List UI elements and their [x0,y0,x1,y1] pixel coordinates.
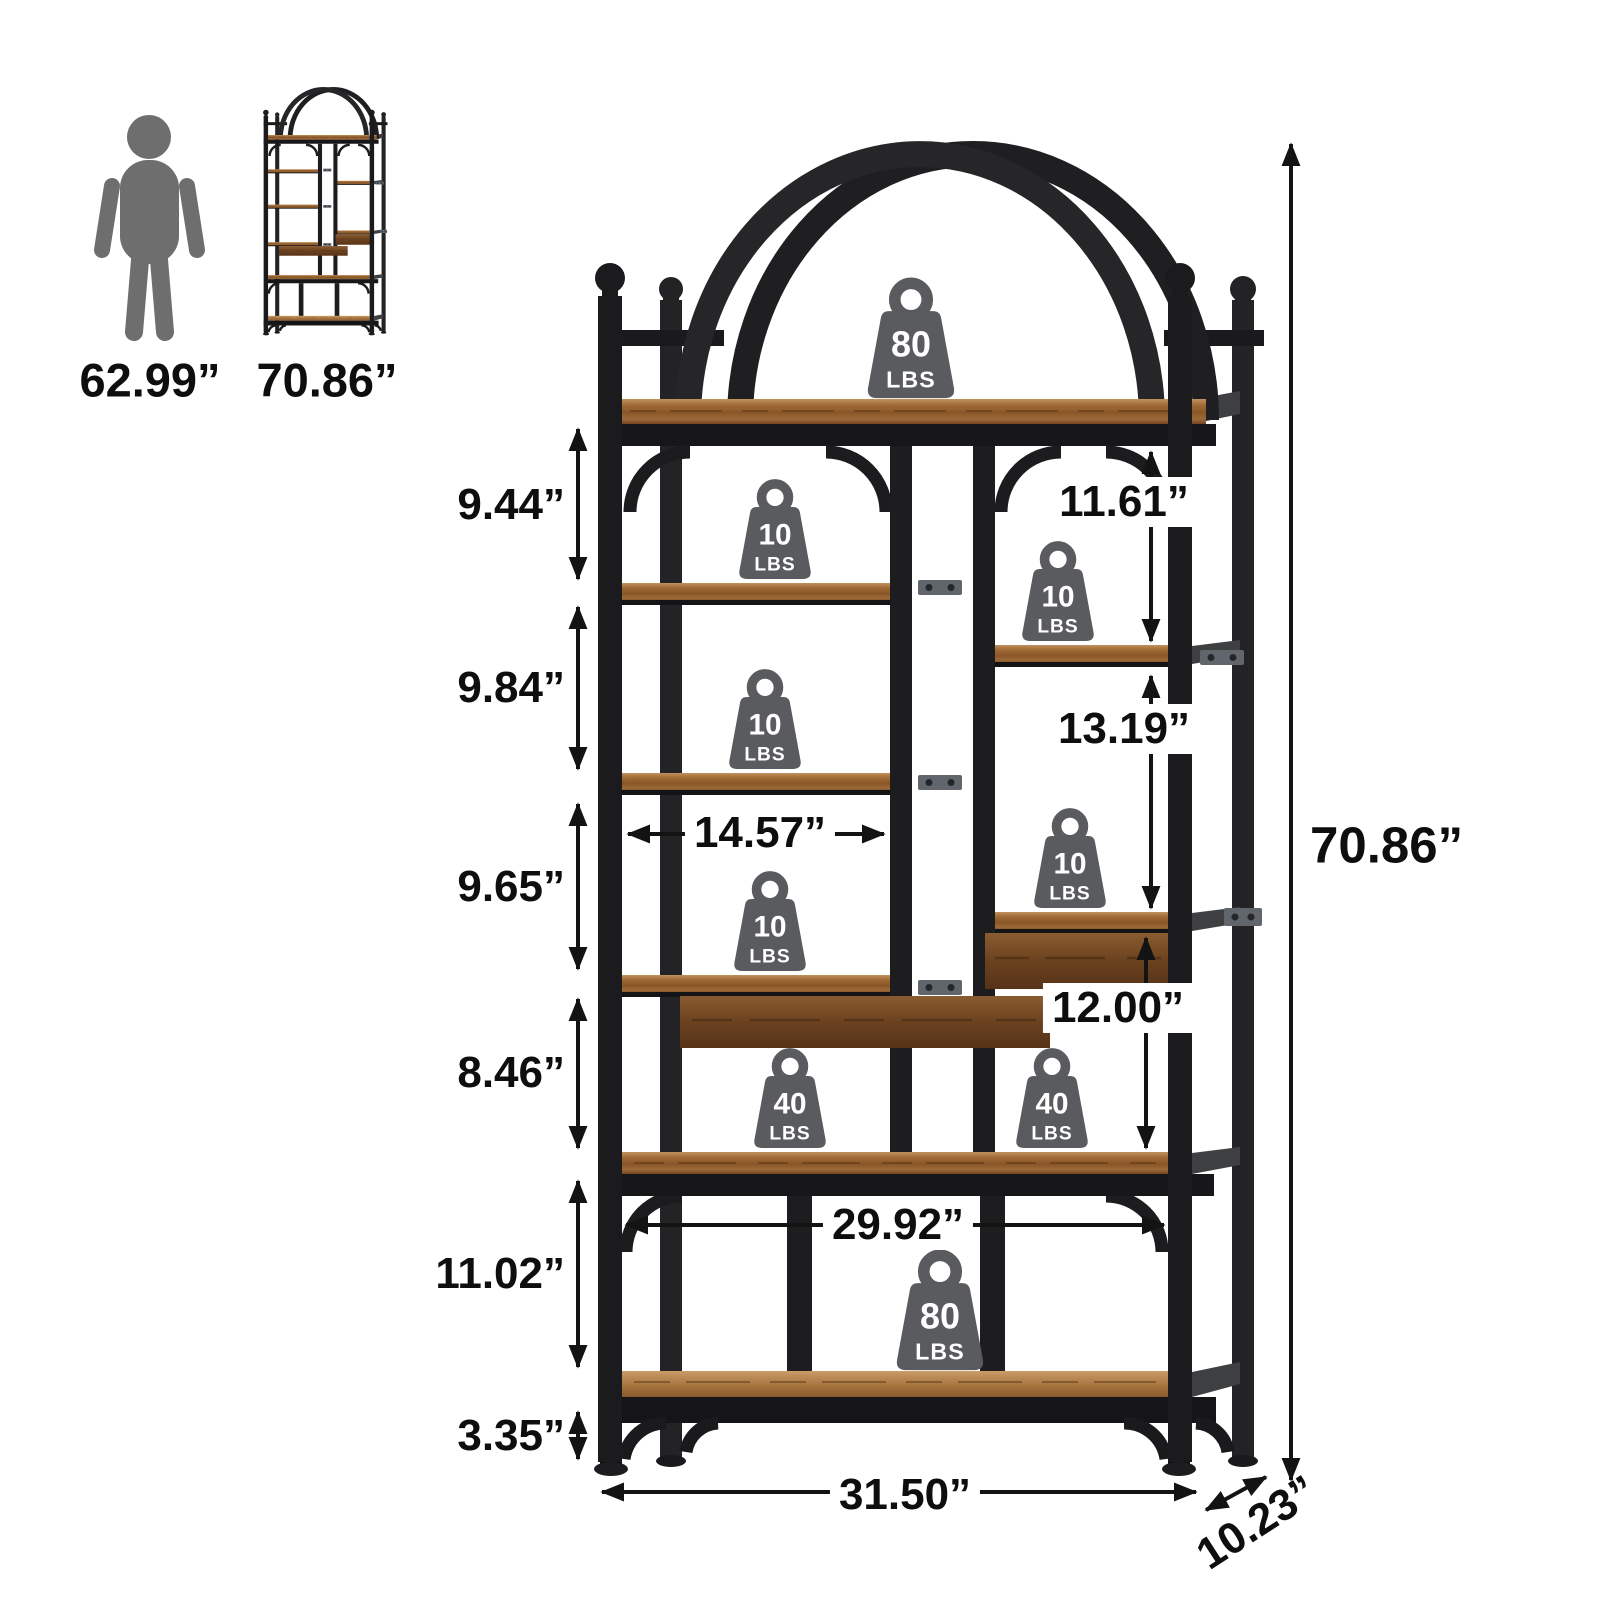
dim-label-thumbnail-height: 70.86” [256,353,398,407]
dim-label-right-low: 12.00” [1042,983,1194,1033]
dim-label-overall-height: 70.86” [1310,816,1464,874]
dim-label-gap-3: 9.65” [457,862,565,911]
dim-label-person-height: 62.99” [79,353,221,407]
wide-shelf [600,1152,1214,1196]
weight-icon-right-shelf-2: 10 LBS [1022,806,1118,912]
svg-text:LBS: LBS [915,1339,965,1365]
svg-text:80: 80 [920,1295,960,1336]
svg-text:LBS: LBS [744,744,785,765]
weight-icon-left-shelf-1: 10 LBS [727,477,823,583]
svg-text:LBS: LBS [886,367,936,393]
dim-label-gap-5: 11.02” [435,1249,565,1298]
bottom-shelf [598,1371,1216,1423]
arch-front-tube [675,141,1165,421]
svg-text:LBS: LBS [1049,883,1090,904]
svg-text:10: 10 [748,708,781,741]
person-icon [94,115,205,341]
right-shelves [995,645,1168,933]
top-shelf [598,399,1216,446]
weight-icon-wide-shelf-right: 40 LBS [1004,1046,1100,1152]
svg-text:LBS: LBS [769,1123,810,1144]
svg-text:LBS: LBS [1031,1123,1072,1144]
dim-line-depth [1204,1475,1268,1512]
dim-label-gap-4: 8.46” [457,1048,565,1097]
dim-label-overall-width: 31.50” [829,1470,981,1520]
dim-label-left-shelf-width: 14.57” [684,808,836,858]
svg-text:10: 10 [753,910,786,943]
weight-icon-wide-shelf-left: 40 LBS [742,1046,838,1152]
dim-label-gap-2: 9.84” [457,663,565,712]
weight-icon-right-shelf-1: 10 LBS [1010,539,1106,645]
svg-text:LBS: LBS [1037,616,1078,637]
dim-label-leg-height: 3.35” [457,1411,565,1460]
dimension-lines [568,142,1301,1512]
weight-icon-left-shelf-2: 10 LBS [717,667,813,773]
legs-and-feet [594,1416,1235,1476]
product-thumbnail [263,89,388,335]
svg-text:LBS: LBS [749,946,790,967]
weight-icon-left-shelf-3: 10 LBS [722,869,818,975]
weight-icon-bottom-shelf: 80 LBS [882,1247,998,1375]
dim-label-gap-1: 9.44” [457,480,565,529]
left-shelves [622,583,890,997]
weight-icon-top-shelf: 80 LBS [853,275,969,403]
dim-label-inner-width: 29.92” [822,1200,974,1250]
svg-text:10: 10 [1041,580,1074,613]
svg-text:40: 40 [1035,1087,1068,1120]
svg-text:10: 10 [758,518,791,551]
dim-label-right-mid: 13.19” [1048,704,1200,754]
svg-text:40: 40 [773,1087,806,1120]
svg-text:10: 10 [1053,847,1086,880]
dim-label-right-top: 11.61” [1050,477,1198,527]
svg-text:LBS: LBS [754,554,795,575]
svg-text:80: 80 [891,323,931,364]
shelf-brackets [918,580,1262,995]
